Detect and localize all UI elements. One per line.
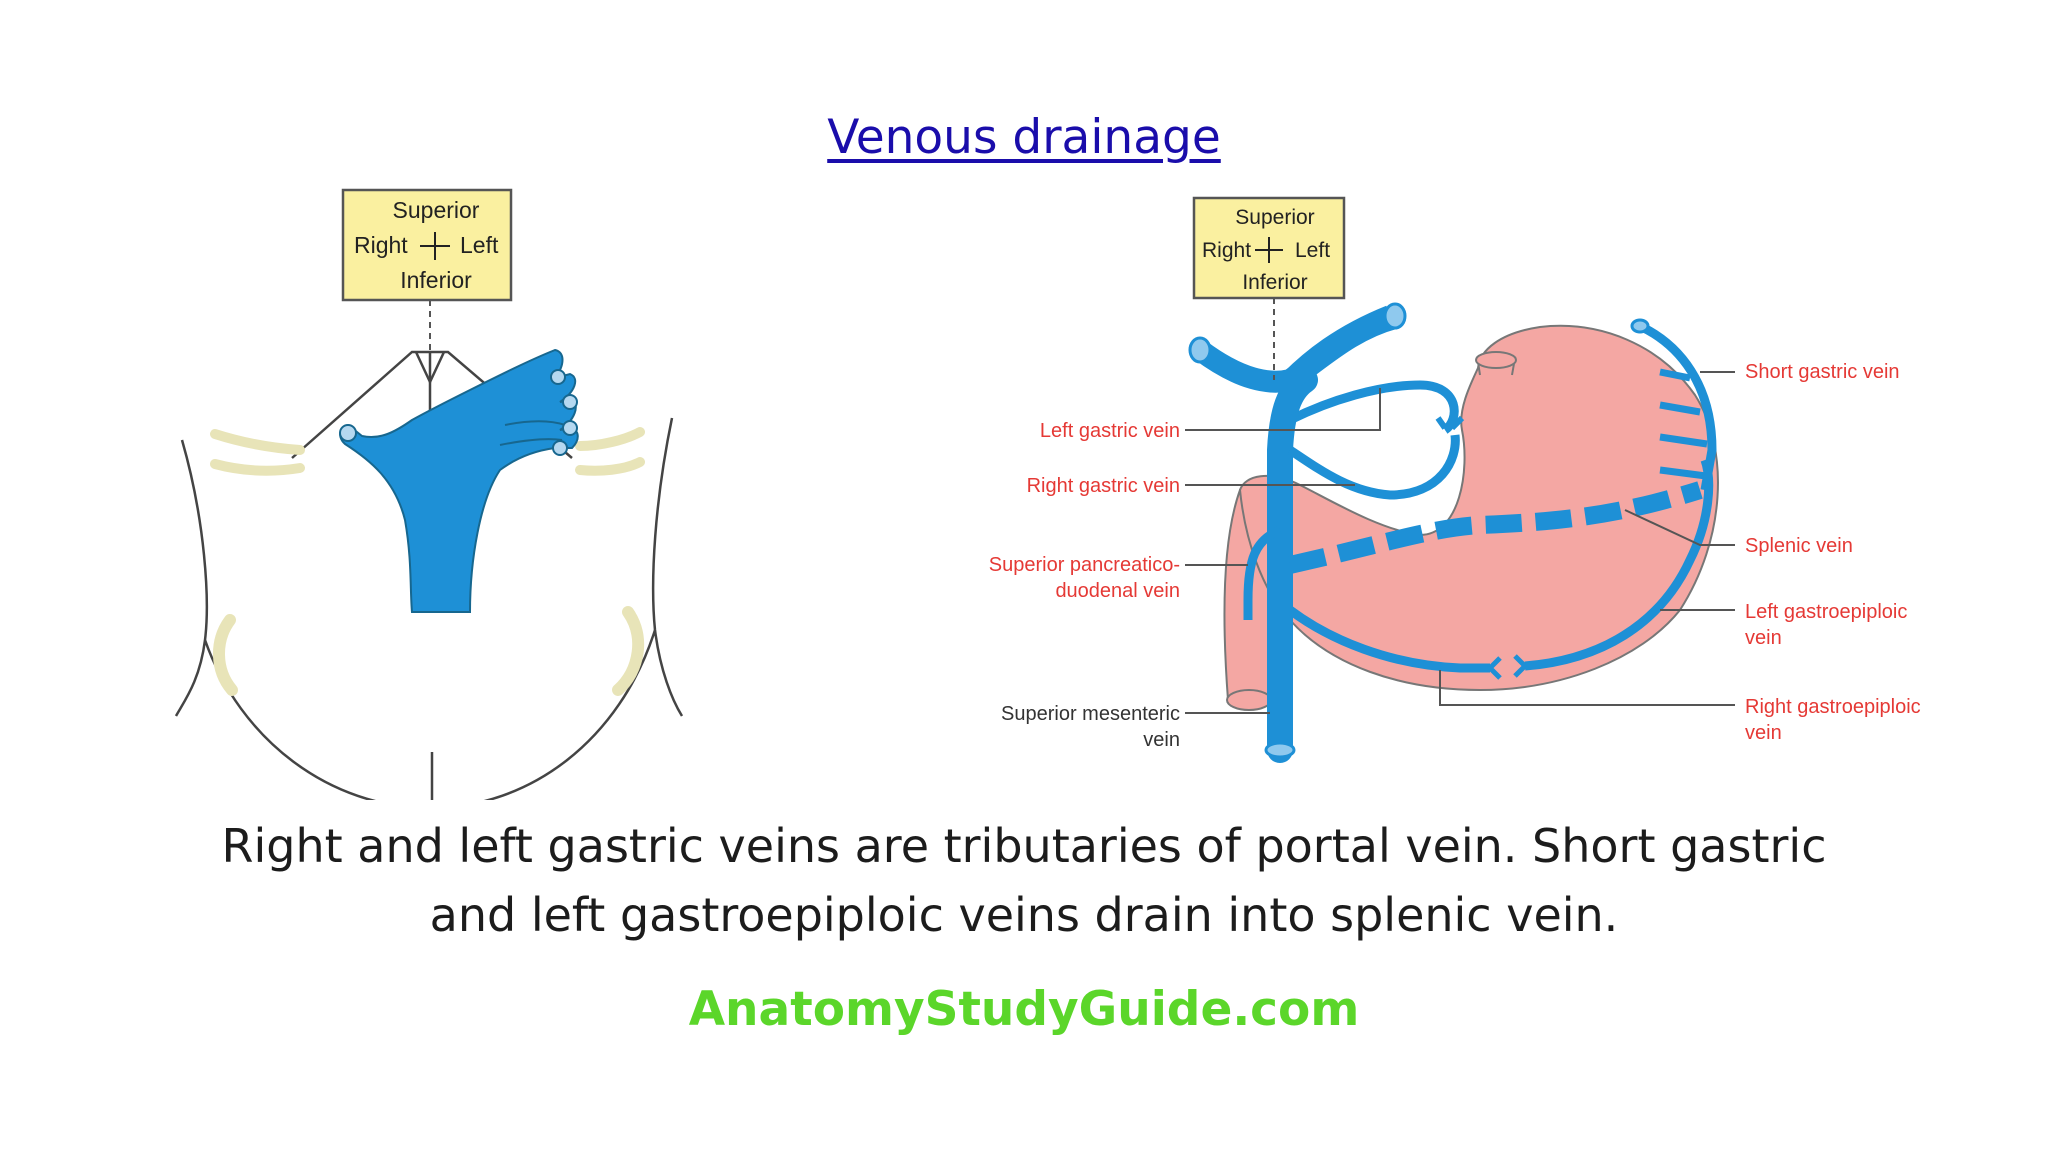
orient-inferior: Inferior — [400, 267, 472, 293]
label-sup-panc-1: Superior pancreatico- — [989, 554, 1180, 576]
short-gastric-branch — [1659, 368, 1691, 382]
caption-line-2: and left gastroepiploic veins drain into… — [429, 888, 1619, 942]
short-gastric-branch — [1659, 401, 1701, 416]
vein-fork — [1513, 654, 1527, 678]
fingertip — [562, 394, 578, 410]
label-left-gastric-vein: Left gastric vein — [1040, 420, 1180, 442]
esophagus-opening — [1475, 351, 1517, 369]
short-gastric-main — [1638, 321, 1717, 491]
duodenum-opening — [1226, 689, 1272, 711]
vein-fork — [1435, 415, 1465, 431]
figure-title: Venous drainage — [0, 108, 2048, 168]
rib-right-2 — [575, 457, 645, 476]
leader-left-gastric — [1185, 388, 1381, 431]
left-gastric-vein — [1287, 380, 1459, 434]
leader-splenic — [1624, 509, 1735, 546]
rib-left-2 — [210, 459, 305, 476]
label-right-gastric-vein: Right gastric vein — [1027, 475, 1180, 497]
stomach — [1238, 324, 1719, 692]
blue-hand — [339, 348, 579, 613]
caption-line-1: Right and left gastric veins are tributa… — [221, 819, 1827, 873]
orient-right: Right — [354, 232, 408, 258]
label-short-gastric-vein: Short gastric vein — [1745, 361, 1900, 383]
torso-lower-curve — [203, 629, 657, 800]
label-left-gastroepiploic-2: vein — [1745, 627, 1782, 649]
orient-superior: Superior — [393, 197, 480, 223]
orient-left: Left — [460, 232, 499, 258]
label-right-gastroepiploic-2: vein — [1745, 722, 1782, 744]
fingertip — [552, 440, 568, 456]
orient-inferior: Inferior — [1242, 271, 1307, 294]
sup-pancreaticoduodenal-vein — [1243, 525, 1282, 620]
vein-end — [1630, 318, 1650, 334]
thumb-tip — [339, 424, 357, 442]
hand-finger-line — [499, 438, 563, 446]
label-sup-mes-2: vein — [1143, 729, 1180, 751]
xiphoid-tip — [414, 351, 446, 385]
vein-end — [1264, 741, 1296, 759]
right-gastric-vein — [1287, 434, 1460, 500]
anatomy-diagram: Superior Right Left Inferior — [174, 188, 1921, 800]
vein-end — [1188, 336, 1212, 364]
vein-end — [1383, 302, 1407, 330]
rib-right-1 — [575, 427, 645, 451]
iliac-right — [612, 606, 645, 696]
torso-outline-right — [651, 417, 684, 717]
label-left-gastroepiploic-1: Left gastroepiploic — [1745, 601, 1907, 623]
fingertip — [562, 420, 578, 436]
portal-vein-top — [1282, 305, 1394, 388]
left-body-figure: Superior Right Left Inferior — [174, 188, 684, 800]
right-gastroepiploic-vein — [1287, 606, 1490, 673]
vein-fork — [1488, 656, 1502, 680]
leader-right-gastroepiploic — [1439, 670, 1735, 706]
short-gastric-branch — [1659, 466, 1707, 480]
orient-left: Left — [1295, 239, 1330, 262]
label-right-gastroepiploic-1: Right gastroepiploic — [1745, 696, 1921, 718]
stomach-figure: Superior Right Left Inferior Left gastri… — [989, 196, 1921, 763]
brand-watermark: AnatomyStudyGuide.com — [688, 982, 1360, 1037]
orient-superior: Superior — [1235, 206, 1314, 229]
fingertip — [550, 369, 566, 385]
torso-outline — [174, 439, 208, 717]
caption: Right and left gastric veins are tributa… — [0, 812, 2048, 950]
label-sup-panc-2: duodenal vein — [1055, 580, 1180, 602]
label-splenic-vein: Splenic vein — [1745, 535, 1853, 557]
rib-left-1 — [210, 429, 305, 455]
iliac-left — [213, 614, 238, 696]
orient-right: Right — [1202, 239, 1251, 262]
label-sup-mes-1: Superior mesenteric — [1001, 703, 1180, 725]
orientation-box-left — [341, 188, 513, 302]
short-gastric-branch — [1659, 433, 1708, 448]
hand-finger-line — [504, 420, 566, 426]
title-link[interactable]: Venous drainage — [827, 110, 1221, 165]
splenic-vein — [1288, 481, 1703, 574]
